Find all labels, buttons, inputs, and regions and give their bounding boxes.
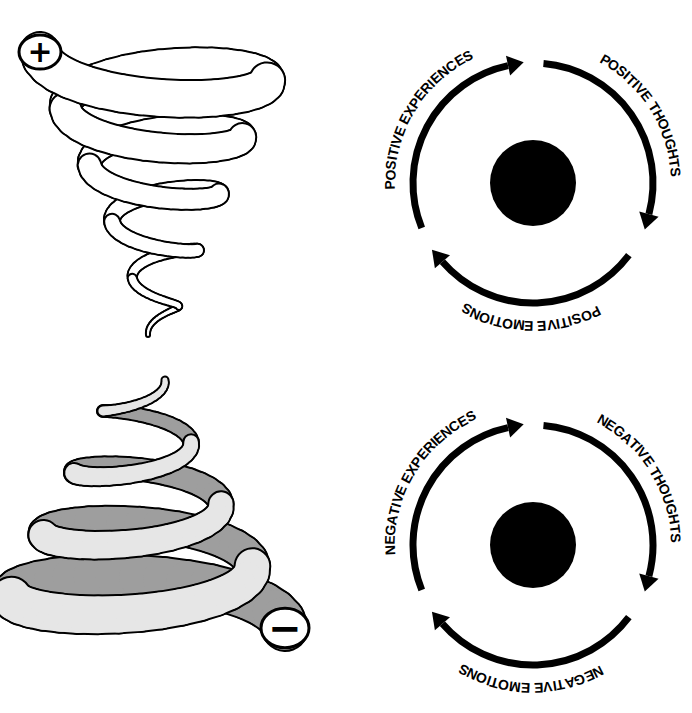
polarity-sign: + bbox=[27, 37, 52, 67]
tube-outline bbox=[103, 405, 104, 418]
tube-outline bbox=[11, 597, 14, 601]
arc-letter bbox=[533, 318, 537, 334]
arc-letter: E bbox=[524, 318, 534, 334]
tube-body bbox=[103, 406, 104, 415]
tube-outline bbox=[89, 165, 91, 170]
tube-outline bbox=[103, 404, 104, 417]
arc-letter: V bbox=[546, 316, 557, 333]
tube-outline bbox=[104, 404, 106, 418]
arrowhead bbox=[506, 418, 524, 438]
tube-end-cap bbox=[261, 608, 309, 648]
cycle-arc bbox=[413, 428, 508, 590]
cycle-stage-label: POSITIVE EXPERIENCES bbox=[363, 13, 692, 353]
center-dot bbox=[490, 502, 576, 588]
arrowhead bbox=[639, 211, 658, 229]
arc-letter: E bbox=[534, 680, 544, 696]
tube-body bbox=[11, 597, 14, 601]
tube-body bbox=[129, 278, 137, 281]
cycle-stage-label: POSITIVE EMOTIONS bbox=[363, 13, 692, 353]
arrowhead bbox=[432, 250, 450, 269]
tube-body bbox=[103, 407, 104, 416]
upward-spiral bbox=[19, 35, 267, 335]
tube-outline bbox=[96, 404, 109, 417]
arrowhead bbox=[432, 612, 450, 631]
tube-body bbox=[112, 222, 113, 226]
arc-letter: P bbox=[382, 180, 398, 190]
arc-letter: E bbox=[520, 680, 530, 696]
tube-outline bbox=[65, 109, 67, 115]
arc-letter: E bbox=[382, 535, 398, 545]
arrowhead bbox=[639, 573, 658, 591]
arc-letter: T bbox=[667, 523, 684, 533]
tube-body bbox=[74, 473, 76, 474]
arrowhead bbox=[506, 56, 524, 76]
cycle bbox=[413, 56, 659, 303]
arc-letter bbox=[530, 680, 534, 696]
arc-letter: N bbox=[382, 545, 398, 556]
tube-body bbox=[104, 406, 106, 416]
center-dot bbox=[490, 140, 576, 226]
downward-spiral bbox=[11, 380, 309, 648]
arc-letter: S bbox=[668, 532, 684, 542]
cycle-stage-label: POSITIVE THOUGHTS bbox=[363, 13, 692, 353]
arc-letter: E bbox=[537, 317, 547, 334]
cycle-stage-label: NEGATIVE EXPERIENCES bbox=[363, 375, 692, 713]
arc-letter: V bbox=[542, 679, 553, 696]
tube-end-cap bbox=[19, 35, 61, 69]
polarity-sign: − bbox=[268, 608, 302, 648]
cycle-stage-label: NEGATIVE THOUGHTS bbox=[363, 375, 692, 713]
cycle-arc bbox=[413, 66, 508, 228]
tube-outline bbox=[74, 473, 76, 474]
cycle bbox=[413, 418, 659, 665]
arc-letter: S bbox=[667, 167, 684, 178]
arc-letter: O bbox=[382, 169, 399, 181]
tube-outline bbox=[43, 535, 45, 538]
tube-body bbox=[65, 109, 67, 115]
cycle-stage-label: NEGATIVE EMOTIONS bbox=[363, 375, 692, 713]
tube-body bbox=[43, 535, 45, 538]
tube-body bbox=[89, 165, 91, 170]
arc-letter: M bbox=[508, 678, 522, 695]
cycle-arc bbox=[442, 617, 628, 665]
tube-body bbox=[98, 406, 107, 415]
tube-outline bbox=[112, 222, 113, 226]
cycle-arc bbox=[442, 255, 628, 303]
